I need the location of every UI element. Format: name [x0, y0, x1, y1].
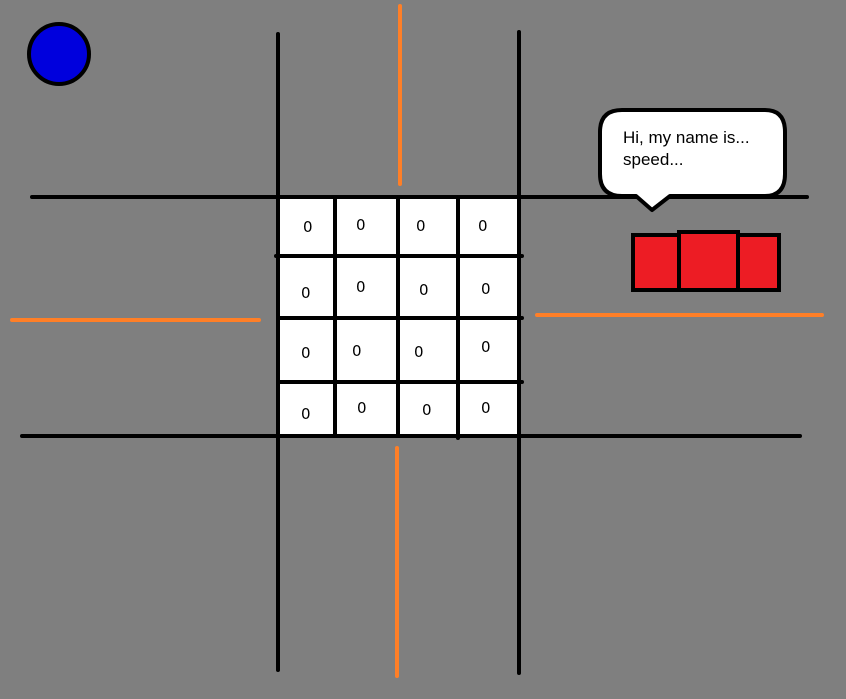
grid-cell-0-0: 0 — [303, 218, 313, 236]
speech-bubble-line2: speed... — [623, 150, 684, 169]
grid-cell-2-2: 0 — [414, 343, 424, 361]
grid-cell-3-2: 0 — [422, 401, 432, 419]
grid-cell-2-1: 0 — [352, 342, 362, 360]
speech-bubble: Hi, my name is... speed... — [598, 108, 787, 212]
grid-cell-0-3: 0 — [478, 217, 488, 235]
red-car-icon[interactable] — [631, 230, 781, 292]
speech-bubble-line1: Hi, my name is... — [623, 128, 750, 147]
grid-cell-1-0: 0 — [301, 284, 311, 302]
grid-cell-0-1: 0 — [356, 216, 366, 234]
grid-cell-3-1: 0 — [357, 399, 367, 417]
grid-cell-3-0: 0 — [301, 405, 311, 423]
car-cabin — [677, 230, 740, 292]
grid-cell-1-3: 0 — [481, 280, 491, 298]
grid-cell-2-3: 0 — [481, 338, 491, 356]
grid-cell-1-1: 0 — [356, 278, 366, 296]
lane-markings — [10, 4, 824, 678]
grid-cell-2-0: 0 — [301, 344, 311, 362]
grid-values: 0 0 0 0 0 0 0 0 0 0 0 0 0 0 0 0 — [301, 216, 491, 423]
grid-cell-3-3: 0 — [481, 399, 491, 417]
grid-cell-1-2: 0 — [419, 281, 429, 299]
blue-circle-icon[interactable] — [27, 22, 91, 86]
speech-bubble-shape — [598, 108, 787, 212]
grid-cell-0-2: 0 — [416, 217, 426, 235]
grid-lines — [274, 195, 524, 440]
